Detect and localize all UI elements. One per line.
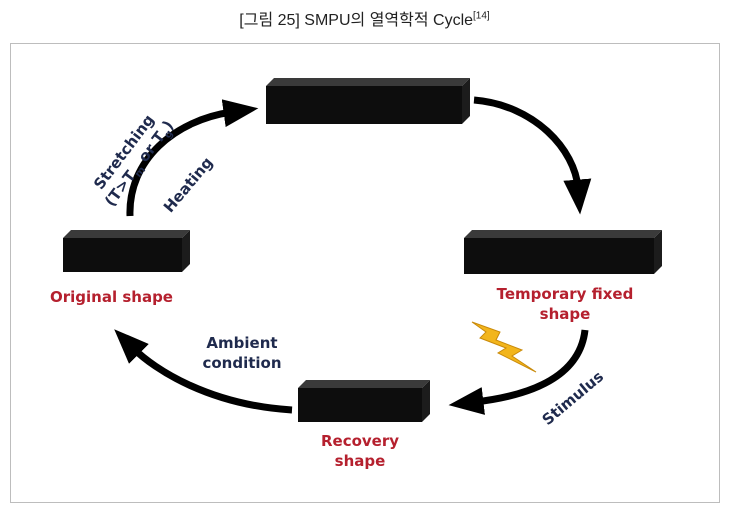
lightning-bolt-icon [471, 321, 537, 373]
caption-reference: [14] [473, 10, 490, 22]
figure-caption: [그림 25] SMPU의 열역학적 Cycle[14] [0, 6, 729, 30]
heating-label: Heating [160, 154, 217, 217]
top-block [266, 78, 470, 124]
recovery-shape-block [298, 380, 430, 422]
diagram-frame [10, 43, 720, 503]
original-shape-label: Original shape [50, 288, 173, 306]
ambient-condition-label: Ambient condition [202, 334, 282, 372]
ambient-arrow [114, 329, 293, 414]
recovery-shape-label: Recovery shape [320, 432, 400, 470]
caption-text: [그림 25] SMPU의 열역학적 Cycle [239, 12, 474, 29]
temporary-fixed-shape-label: Temporary fixed shape [496, 285, 634, 323]
original-shape-block [63, 230, 190, 272]
temporary-shape-block [464, 230, 662, 274]
heating-arrow [126, 99, 259, 217]
stimulus-label: Stimulus [539, 367, 607, 429]
cooling-arrow [473, 96, 592, 215]
stimulus-arrow [448, 329, 589, 415]
